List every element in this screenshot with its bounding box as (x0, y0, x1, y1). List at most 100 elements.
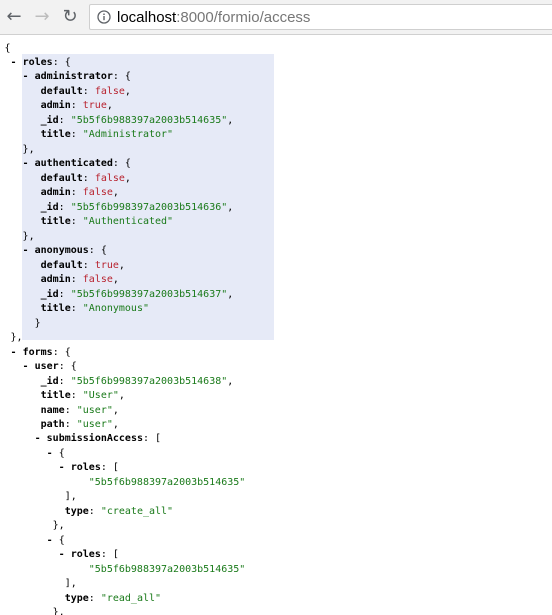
json-punctuation: ], (64, 491, 77, 503)
json-comma: , (227, 288, 234, 300)
json-line: }, (11, 331, 23, 346)
json-string-value: "user" (76, 404, 113, 416)
json-punctuation: { (58, 447, 65, 459)
collapse-toggle[interactable]: - (46, 534, 53, 546)
json-string-value: "5b5f6b998397a2003b514638" (70, 375, 228, 387)
json-key: title (40, 303, 71, 315)
json-punctuation: ], (64, 578, 77, 590)
json-key: _id (40, 201, 59, 213)
json-punctuation: }, (10, 332, 23, 344)
json-comma: , (112, 404, 119, 416)
json-punctuation: { (58, 534, 65, 546)
json-string-value: "5b5f6b998397a2003b514636" (70, 201, 228, 213)
collapse-toggle[interactable]: - (58, 462, 65, 474)
json-punctuation: : [ (100, 462, 119, 474)
collapse-toggle[interactable]: - (10, 56, 17, 68)
collapse-toggle[interactable]: - (22, 361, 29, 373)
json-line-title: title: "Authenticated" (40, 216, 174, 228)
json-key: roles (22, 56, 53, 68)
json-line: }, (53, 606, 65, 615)
json-line-anonymous: - anonymous: { (23, 244, 107, 259)
json-line-admin: admin: true, (40, 100, 113, 112)
json-comma: , (227, 114, 234, 126)
json-string-value: "create_all" (100, 505, 174, 517)
json-key: user (34, 361, 59, 373)
back-arrow-icon[interactable]: ← (6, 6, 22, 27)
json-comma: , (227, 201, 234, 213)
json-punctuation: }, (52, 607, 65, 615)
json-viewer: {- roles: {- administrator: {default: fa… (0, 34, 552, 615)
json-string-value: "user" (76, 418, 113, 430)
collapse-toggle[interactable]: - (46, 447, 53, 459)
json-string-value: "5b5f6b988397a2003b514635" (70, 114, 228, 126)
json-string-value: "5b5f6b998397a2003b514637" (70, 288, 228, 300)
json-line-default: default: false, (40, 85, 131, 97)
json-punctuation: { (4, 42, 11, 54)
json-comma: , (118, 259, 125, 271)
json-comma: , (227, 375, 234, 387)
json-comma: , (112, 274, 119, 286)
json-key: title (40, 390, 71, 402)
info-icon[interactable] (97, 10, 111, 24)
json-boolean-value: false (94, 85, 125, 97)
url-path: :8000/formio/access (176, 9, 311, 26)
json-punctuation: : [ (100, 549, 119, 561)
json-line: ], (65, 577, 77, 592)
forward-arrow-icon[interactable]: → (34, 6, 50, 27)
json-string-value: "User" (82, 390, 119, 402)
json-line-default: default: false, (40, 172, 131, 184)
json-line-admin: admin: false, (40, 274, 119, 286)
json-key: _id (40, 114, 59, 126)
collapse-toggle[interactable]: - (10, 346, 17, 358)
json-key: title (40, 216, 71, 228)
json-key: anonymous (34, 245, 89, 257)
json-punctuation: : [ (142, 433, 162, 445)
collapse-toggle[interactable]: - (58, 549, 65, 561)
json-comma: , (118, 390, 125, 402)
json-line-_id: _id: "5b5f6b998397a2003b514636", (40, 201, 234, 213)
json-key: _id (40, 288, 59, 300)
json-punctuation: : { (52, 56, 71, 68)
json-punctuation: } (34, 317, 41, 329)
json-line-submissionAccess: - submissionAccess: [ (35, 432, 161, 447)
reload-icon[interactable]: ↻ (62, 6, 78, 27)
json-boolean-value: true (94, 259, 119, 271)
collapse-toggle[interactable]: - (22, 158, 29, 170)
json-boolean-value: false (82, 187, 113, 199)
json-line-roles: - roles: { (11, 56, 71, 71)
address-bar[interactable]: localhost:8000/formio/access (89, 4, 552, 30)
collapse-toggle[interactable]: - (22, 71, 29, 83)
json-line-_id: _id: "5b5f6b988397a2003b514635", (40, 114, 234, 126)
collapse-toggle[interactable]: - (34, 433, 41, 445)
json-key: submissionAccess (46, 433, 143, 445)
json-string-value: "Anonymous" (82, 303, 149, 315)
json-line-type: type: "read_all" (64, 592, 162, 604)
json-line-forms: - forms: { (11, 346, 71, 361)
json-line-name: name: "user", (40, 404, 119, 416)
json-line-default: default: true, (40, 259, 125, 271)
json-line-roles: - roles: [ (59, 461, 119, 476)
url-host: localhost (117, 9, 177, 26)
json-line-administrator: - administrator: { (23, 70, 131, 85)
json-line-title: title: "Administrator" (40, 129, 174, 141)
url-text[interactable]: localhost:8000/formio/access (117, 9, 310, 26)
json-boolean-value: false (82, 274, 113, 286)
json-line-authenticated: - authenticated: { (23, 157, 131, 172)
json-string-value: "Administrator" (82, 129, 174, 141)
json-line: } (35, 317, 41, 332)
json-punctuation: : { (88, 245, 107, 257)
json-line: }, (53, 519, 65, 534)
json-line-title: title: "Anonymous" (40, 303, 149, 315)
json-punctuation: }, (52, 520, 65, 532)
json-comma: , (112, 187, 119, 199)
json-key: type (64, 505, 89, 517)
collapse-toggle[interactable]: - (22, 245, 29, 257)
json-line-user: - user: { (23, 360, 77, 375)
json-key: roles (70, 549, 101, 561)
json-string-value: "read_all" (100, 592, 162, 604)
json-key: title (40, 129, 71, 141)
json-key: path (40, 418, 65, 430)
json-key: name (40, 404, 65, 416)
hovered-roles-block (22, 54, 274, 340)
json-boolean-value: true (82, 100, 107, 112)
